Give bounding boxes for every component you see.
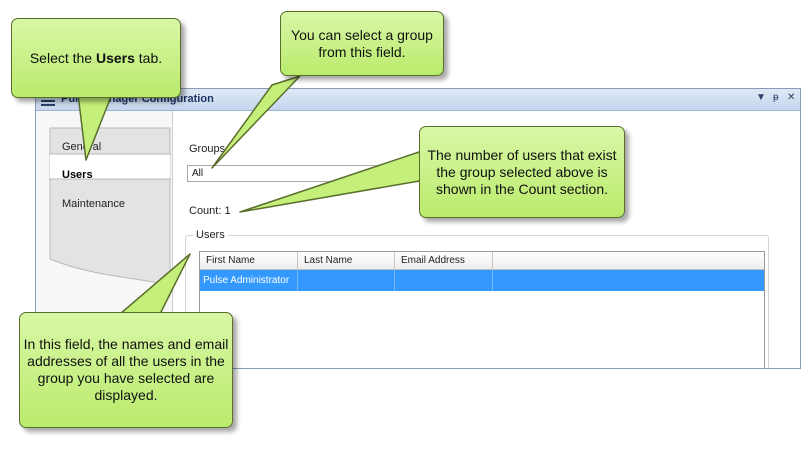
table-header: First Name Last Name Email Address — [200, 252, 764, 270]
users-callout-text-bold: Users — [95, 49, 135, 66]
tab-users[interactable]: Users — [62, 169, 93, 181]
column-last-name[interactable]: Last Name — [298, 252, 395, 269]
column-first-name[interactable]: First Name — [200, 252, 298, 269]
cell-last-name — [298, 270, 395, 291]
tab-maintenance[interactable]: Maintenance — [62, 198, 125, 210]
cell-email — [395, 270, 493, 291]
groups-label: Groups — [189, 143, 226, 155]
nav-divider — [172, 111, 173, 368]
field-callout-text: In this field, the names and email addre… — [23, 336, 229, 403]
cell-first-name: Pulse Administrator — [200, 270, 298, 291]
count-label: Count: 1 — [189, 205, 231, 217]
group-field-callout: You can select a group from this field. — [280, 11, 444, 76]
users-tab-callout: Select the Users tab. — [11, 18, 181, 98]
close-icon[interactable]: ✕ — [787, 92, 796, 103]
users-callout-text-after: tab. — [134, 49, 163, 66]
users-legend: Users — [193, 229, 228, 241]
group-callout-text: You can select a group from this field. — [291, 26, 433, 60]
users-field-callout: In this field, the names and email addre… — [19, 312, 233, 428]
count-callout: The number of users that exist the group… — [419, 126, 625, 218]
pin-icon[interactable]: ᵽ — [773, 92, 779, 103]
count-callout-text: The number of users that exist the group… — [427, 146, 617, 197]
dropdown-icon[interactable]: ▼ — [756, 92, 766, 103]
column-email-address[interactable]: Email Address — [395, 252, 493, 269]
table-row[interactable]: Pulse Administrator — [200, 270, 764, 291]
users-callout-text-before: Select the — [29, 49, 96, 66]
tab-general[interactable]: General — [62, 141, 102, 153]
users-table[interactable]: First Name Last Name Email Address Pulse… — [199, 251, 765, 368]
